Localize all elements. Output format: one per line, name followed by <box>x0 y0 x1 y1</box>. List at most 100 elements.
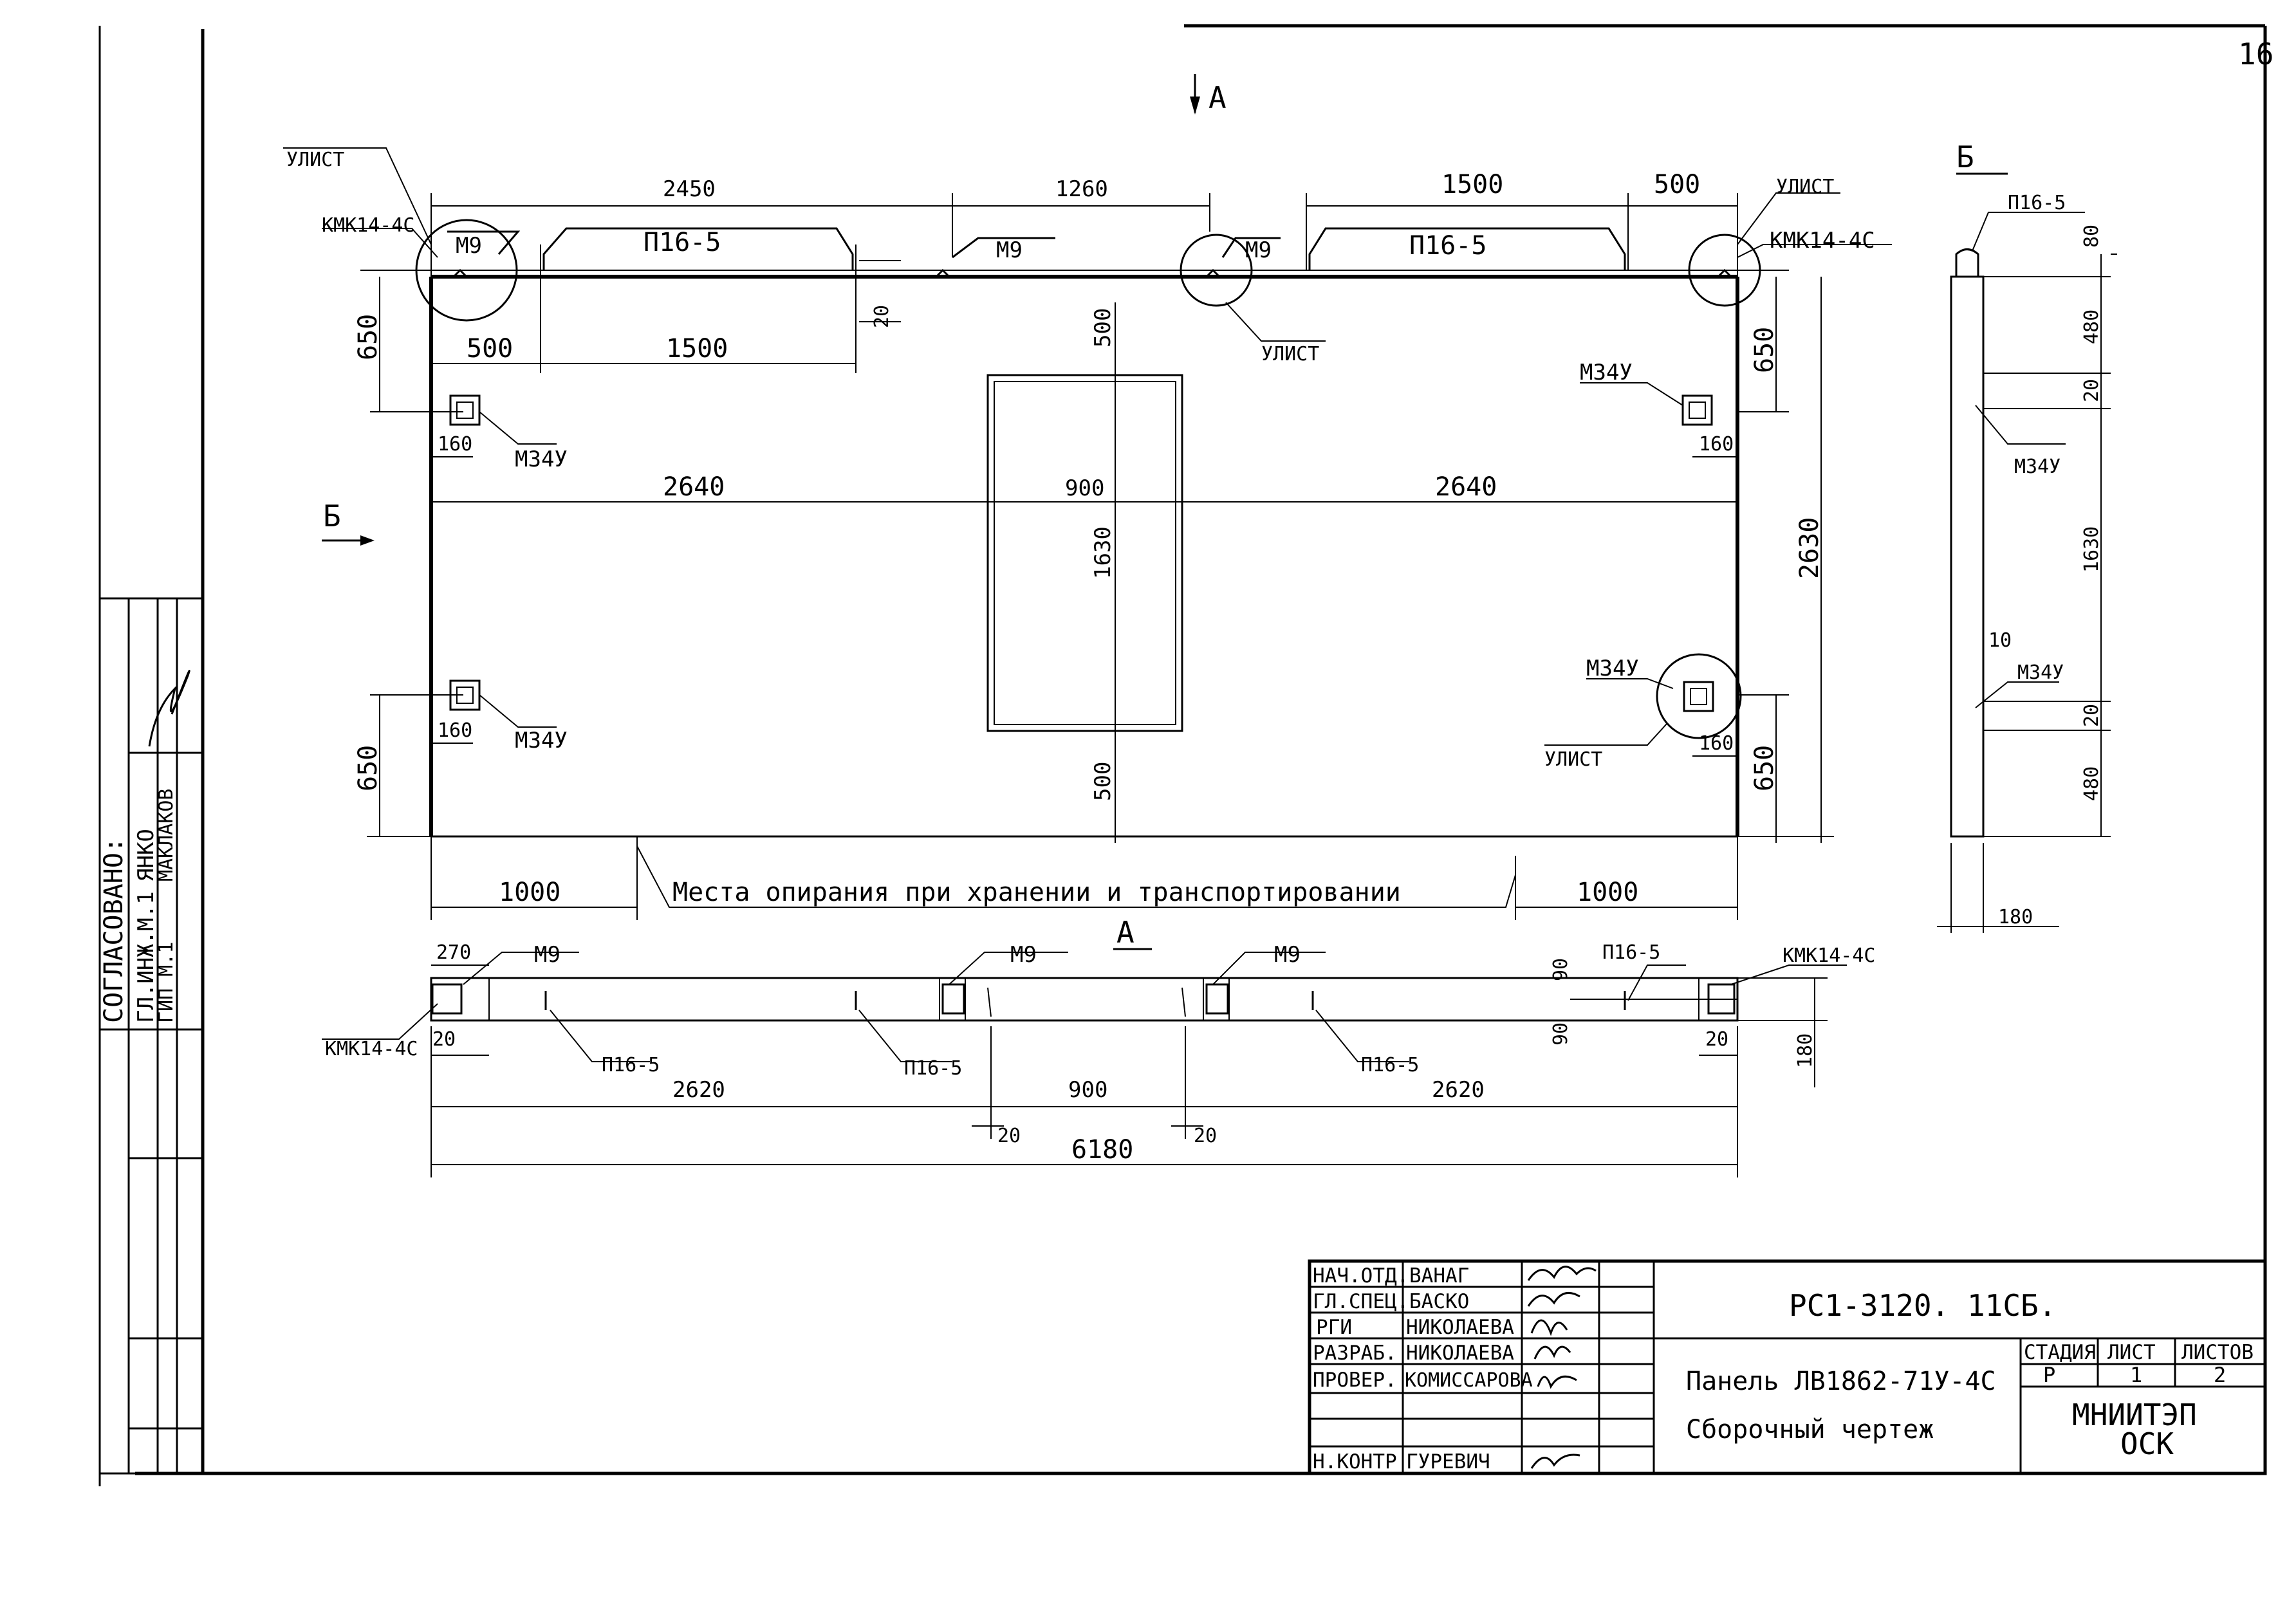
corner-top-right <box>1688 192 1892 307</box>
lifting-loop-left <box>542 227 854 270</box>
dim-bottom-2: 1000 <box>1577 878 1638 907</box>
dim-inner-1: 500 <box>467 334 513 364</box>
tb-stage-header: СТАДИЯ <box>2024 1341 2096 1364</box>
approval-strip <box>98 597 204 1475</box>
section-kmk-label-right: КМК14-4С <box>1783 945 1876 967</box>
title-block <box>1308 1259 2267 1475</box>
section-dim-20-b: 20 <box>1194 1125 1217 1147</box>
anchor-bottom-right <box>1544 653 1742 757</box>
dim-inner-3: 20 <box>871 305 893 328</box>
section-dim-2620-right: 2620 <box>1432 1077 1485 1103</box>
tb-role-8: Н.КОНТР <box>1313 1450 1397 1473</box>
kmk-label-top-left: КМК14-4С <box>322 214 415 237</box>
panel-plan <box>429 275 1739 843</box>
section-dim-6180: 6180 <box>1071 1135 1133 1165</box>
section-m9-label-3: М9 <box>1274 942 1301 968</box>
side-dim-8: 180 <box>1998 906 2033 928</box>
anchor-dim-1: 160 <box>438 433 472 456</box>
anchor-dim-3: 160 <box>1699 433 1734 456</box>
view-a-marker <box>1190 74 1200 115</box>
loop-left-label: П16-5 <box>644 228 721 257</box>
approval-heading: СОГЛАСОВАНО: <box>99 837 129 1023</box>
anchor-bottom-left <box>431 679 557 744</box>
section-p16-label-1: П16-5 <box>602 1054 660 1076</box>
lifting-loop-right <box>1308 227 1626 270</box>
tb-org-line2: ОСК <box>2120 1426 2174 1461</box>
tb-name-8: ГУРЕВИЧ <box>1406 1450 1490 1473</box>
anchor-dim-4: 160 <box>1699 732 1734 755</box>
m9-label-top-left: М9 <box>456 233 482 259</box>
tb-role-1: НАЧ.ОТД. <box>1313 1264 1409 1287</box>
m9-plate-top-center <box>935 237 1055 278</box>
m9-label-top-center: М9 <box>996 237 1023 263</box>
dim-top-1: 2450 <box>663 176 716 202</box>
tb-role-3: РГИ <box>1316 1316 1352 1339</box>
sheet-number: 16 <box>2238 37 2273 71</box>
tb-stage-value: Р <box>2043 1363 2055 1387</box>
anchor-top-right <box>1580 382 1737 457</box>
plan-right-dimensions <box>1737 277 1834 843</box>
section-m9-label-2: М9 <box>1010 942 1037 968</box>
section-kmk-label-left: КМК14-4С <box>325 1038 418 1060</box>
tb-sheet-header: ЛИСТ <box>2107 1341 2156 1364</box>
anchor-label-top-left: М34У <box>515 447 568 472</box>
dim-mid-3: 2640 <box>1435 472 1497 502</box>
dim-vert-3: 500 <box>1090 762 1116 801</box>
tb-org-line1: МНИИТЭП <box>2072 1398 2197 1432</box>
side-dim-1: 80 <box>2080 225 2103 248</box>
dim-inner-2: 1500 <box>666 334 728 364</box>
plan-left-dimensions <box>367 277 463 837</box>
section-view <box>322 952 1847 1177</box>
side-p16-label: П16-5 <box>2008 192 2066 214</box>
side-dim-7: 480 <box>2080 766 2103 801</box>
ulist-label-bottom-right: УЛИСТ <box>1544 748 1602 771</box>
dim-vert-2: 1630 <box>1090 526 1116 579</box>
section-dim-20-right: 20 <box>1705 1028 1728 1051</box>
tb-role-5: ПРОВЕР. <box>1313 1369 1397 1392</box>
section-a-label: А <box>1116 915 1134 950</box>
side-dim-5: 10 <box>1988 629 2012 652</box>
side-m34-label-2: М34У <box>2017 661 2064 684</box>
side-view-label: Б <box>1956 140 1974 174</box>
anchor-label-bottom-right: М34У <box>1586 656 1639 681</box>
tb-title-line1: Панель ЛВ1862-71У-4С <box>1686 1367 1996 1396</box>
tb-name-2: БАСКО <box>1409 1290 1469 1313</box>
plan-top-dimensions <box>360 193 1789 277</box>
ulist-label-top-right: УЛИСТ <box>1776 176 1834 198</box>
corner-top-left-leaders <box>283 147 438 258</box>
side-view <box>1937 172 2117 933</box>
tb-sheets-header: ЛИСТОВ <box>2181 1341 2254 1364</box>
tb-name-4: НИКОЛАЕВА <box>1406 1342 1514 1365</box>
m9-plate-top-right <box>1180 234 1326 342</box>
tb-sheets-value: 2 <box>2214 1363 2226 1387</box>
section-dim-20-a: 20 <box>997 1125 1021 1147</box>
view-b-marker <box>322 535 375 546</box>
tb-name-5: КОМИССАРОВА <box>1405 1369 1533 1392</box>
m9-plate-top-left <box>415 219 521 322</box>
plan-inner-top-dimensions <box>431 245 901 373</box>
section-p16-label-3: П16-5 <box>1361 1054 1419 1076</box>
tb-role-2: ГЛ.СПЕЦ. <box>1313 1290 1409 1313</box>
approval-row2-role: ГИП М.1 <box>155 942 178 1023</box>
section-dim-2620-left: 2620 <box>672 1077 725 1103</box>
ulist-label-top-left: УЛИСТ <box>286 149 344 171</box>
sheet-frame <box>98 24 2267 1486</box>
approval-row1-name: ЯНКО <box>133 829 159 881</box>
dim-right-1: 650 <box>1750 327 1779 373</box>
section-p16-label-2: П16-5 <box>904 1057 962 1080</box>
loop-right-label: П16-5 <box>1409 231 1486 261</box>
view-a-label: А <box>1208 80 1227 115</box>
approval-row1-role: ГЛ.ИНЖ.М.1 <box>133 891 159 1023</box>
tb-role-4: РАЗРАБ. <box>1313 1342 1397 1365</box>
dim-top-3: 1500 <box>1441 170 1503 199</box>
side-dim-2: 480 <box>2080 309 2103 344</box>
section-dim-20-left: 20 <box>432 1028 456 1051</box>
side-dim-3: 20 <box>2080 379 2103 402</box>
support-note: Места опирания при хранении и транспорти… <box>672 878 1401 907</box>
tb-document-code: РС1-3120. 11СБ. <box>1789 1288 2056 1323</box>
section-m9-label-1: М9 <box>534 942 560 968</box>
section-dim-270: 270 <box>436 941 471 964</box>
anchor-label-top-right: М34У <box>1580 360 1633 385</box>
side-dim-6: 20 <box>2080 704 2103 727</box>
